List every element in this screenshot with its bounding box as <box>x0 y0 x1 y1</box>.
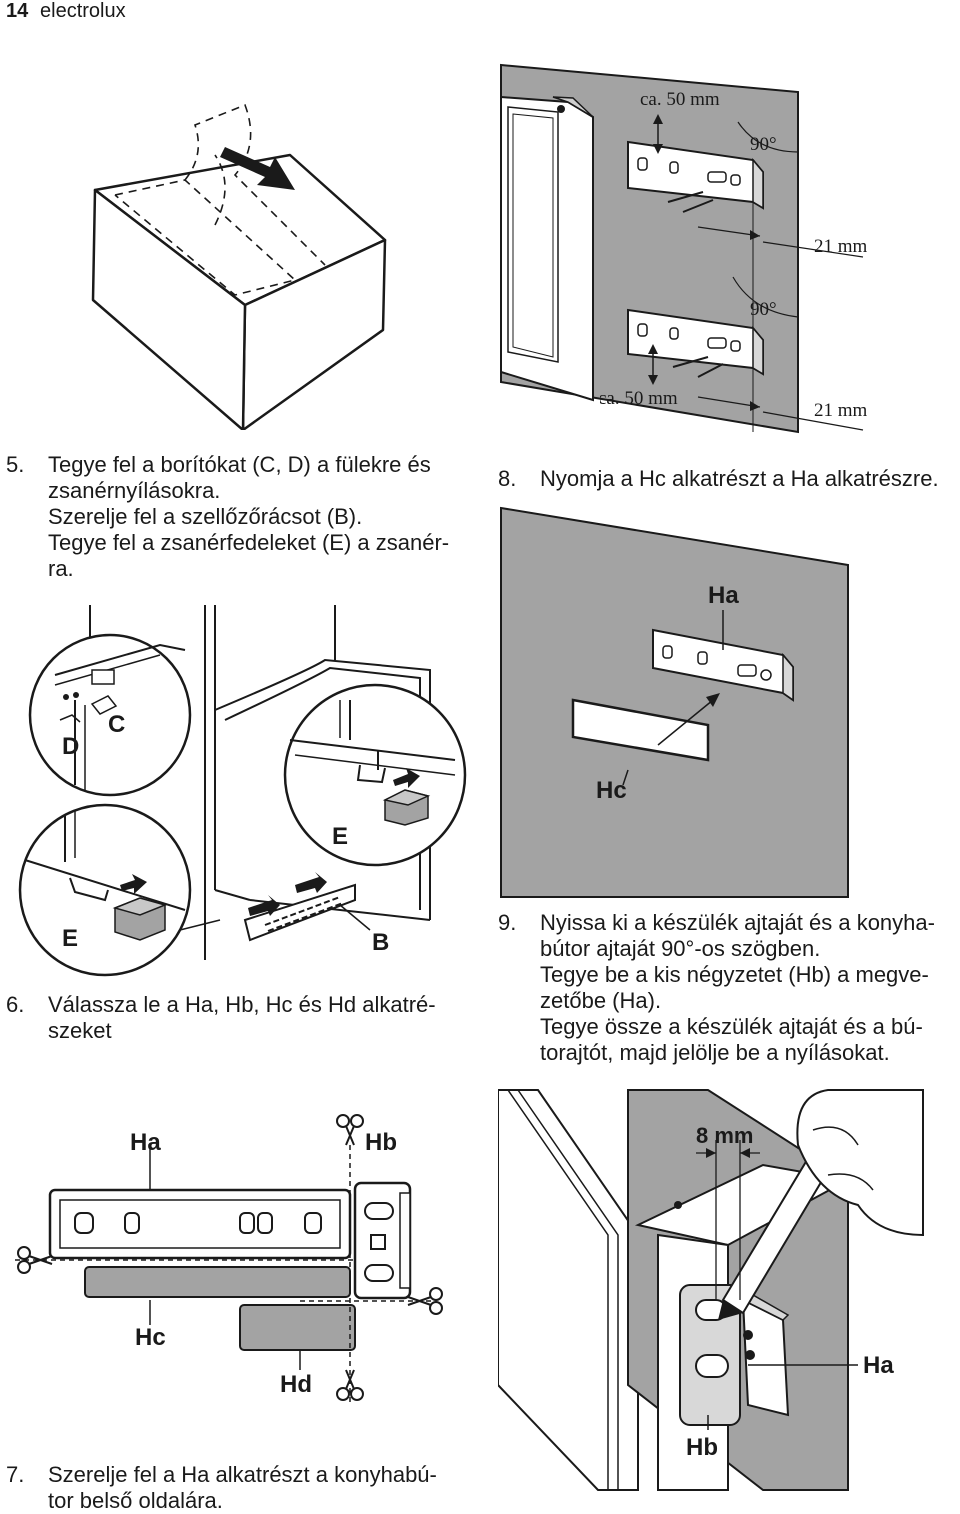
dim-bottom-label: ca. 50 mm <box>600 388 678 409</box>
detail-circle-hinge-cover-upper <box>283 683 467 867</box>
step-text: Tegye fel a borítókat (C, D) a fülekre é… <box>48 452 450 581</box>
label-ha: Ha <box>863 1352 894 1379</box>
hand-icon <box>796 1089 924 1237</box>
arrow-icon <box>120 874 147 894</box>
label-b: B <box>372 929 389 956</box>
label-c: C <box>108 711 125 738</box>
label-hd: Hd <box>280 1371 312 1398</box>
ha-bracket <box>652 628 794 702</box>
step-text: Szerelje fel a Ha alkatrészt a konyhabú-… <box>48 1462 437 1513</box>
mark-holes-illustration: 8 mm Ha Hb <box>498 1089 924 1491</box>
hb-part <box>353 1181 412 1300</box>
step-number: 8. <box>498 466 517 491</box>
scissors-icon <box>407 1287 443 1315</box>
step-7: 7. Szerelje fel a Ha alkatrészt a konyha… <box>6 1462 476 1514</box>
ha-part <box>48 1188 352 1260</box>
arrow-icon <box>706 693 720 707</box>
dim-side-bottom-label: 21 mm <box>814 400 868 421</box>
page-number: 14 <box>6 0 29 22</box>
step-number: 5. <box>6 452 25 477</box>
hc-cover <box>571 698 710 762</box>
step-number: 9. <box>498 910 517 935</box>
lower-hinge-bracket <box>627 308 764 378</box>
ha-guide <box>679 1284 741 1426</box>
detail-circle-hinge-cover-lower <box>18 803 221 977</box>
label-hb: Hb <box>365 1129 397 1156</box>
label-ha: Ha <box>708 582 739 609</box>
hd-part <box>239 1304 356 1351</box>
press-hc-onto-ha-illustration: Ha Hc <box>500 506 849 898</box>
step-number: 6. <box>6 992 25 1017</box>
vent-grille <box>243 883 356 942</box>
label-ha: Ha <box>130 1129 161 1156</box>
label-8mm: 8 mm <box>696 1123 753 1148</box>
label-hc: Hc <box>135 1324 166 1351</box>
cabinet-bracket-illustration <box>500 63 864 434</box>
brand-name: electrolux <box>40 0 126 22</box>
step-6: 6. Válassza le a Ha, Hb, Hc és Hd alkatr… <box>6 992 476 1048</box>
packaging-box-illustration <box>91 103 387 430</box>
step-5: 5. Tegye fel a borítókat (C, D) a fülekr… <box>6 452 476 592</box>
step-8: 8. Nyomja a Hc alkatrészt a Ha alkatrész… <box>498 466 958 496</box>
label-d: D <box>62 733 79 760</box>
step-text: Válassza le a Ha, Hb, Hc és Hd alkatré- … <box>48 992 436 1043</box>
dim-side-top-label: 21 mm <box>814 236 868 257</box>
label-e-upper: E <box>332 823 348 850</box>
scissors-icon <box>336 1369 364 1401</box>
dim-top-label: ca. 50 mm <box>640 89 720 110</box>
arrow-icon <box>295 872 327 893</box>
hc-part <box>84 1266 351 1298</box>
arrow-icon <box>220 147 295 190</box>
step-text: Nyomja a Hc alkatrészt a Ha alkatrészre. <box>540 466 939 491</box>
arrow-icon <box>393 768 420 788</box>
scissors-icon <box>17 1246 53 1274</box>
label-hb: Hb <box>686 1434 718 1461</box>
separate-parts-illustration: Ha Hb Hc Hd <box>15 1114 443 1405</box>
hb-square <box>741 1294 790 1417</box>
cabinet-dimension-labels: ca. 50 mm 90° 21 mm 90° ca. 50 mm 21 mm <box>600 89 868 421</box>
upper-hinge-bracket <box>627 140 764 213</box>
arrow-icon <box>248 895 280 916</box>
label-e-lower: E <box>62 925 78 952</box>
scissors-icon <box>336 1114 364 1146</box>
label-hc: Hc <box>596 777 627 804</box>
covers-and-vent-illustration: D C E E B <box>18 605 467 977</box>
angle-bottom-label: 90° <box>750 299 777 320</box>
detail-circle-covers <box>28 633 192 797</box>
angle-top-label: 90° <box>750 134 777 155</box>
step-text: Nyissa ki a készülék ajtaját és a konyha… <box>540 910 935 1065</box>
step-number: 7. <box>6 1462 25 1487</box>
step-9: 9. Nyissa ki a készülék ajtaját és a kon… <box>498 910 958 1070</box>
